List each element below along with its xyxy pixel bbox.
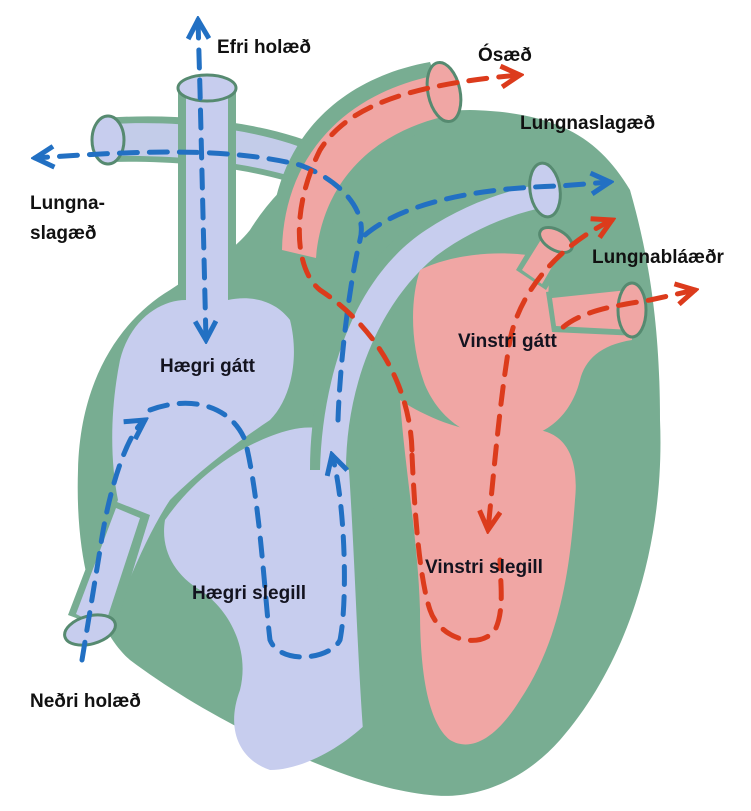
label-pulmonary-artery-left-line1: Lungna- (30, 192, 105, 216)
label-superior-vena-cava: Efri holæð (217, 36, 311, 60)
label-pulmonary-artery-left-line2: slagæð (30, 222, 97, 246)
label-left-ventricle: Vinstri slegill (425, 556, 543, 580)
label-pulmonary-artery-right: Lungnaslagæð (520, 112, 655, 136)
label-aorta: Ósæð (478, 44, 532, 68)
label-right-atrium: Hægri gátt (160, 355, 255, 379)
label-pulmonary-veins: Lungnabláæðr (592, 246, 724, 270)
label-inferior-vena-cava: Neðri holæð (30, 690, 141, 714)
superior-vena-cava-opening (178, 75, 236, 101)
label-right-ventricle: Hægri slegill (192, 582, 306, 606)
pulmonary-artery-left-opening (92, 116, 124, 164)
pulmonary-vein-lower-opening (618, 283, 646, 337)
label-left-atrium: Vinstri gátt (458, 330, 557, 354)
